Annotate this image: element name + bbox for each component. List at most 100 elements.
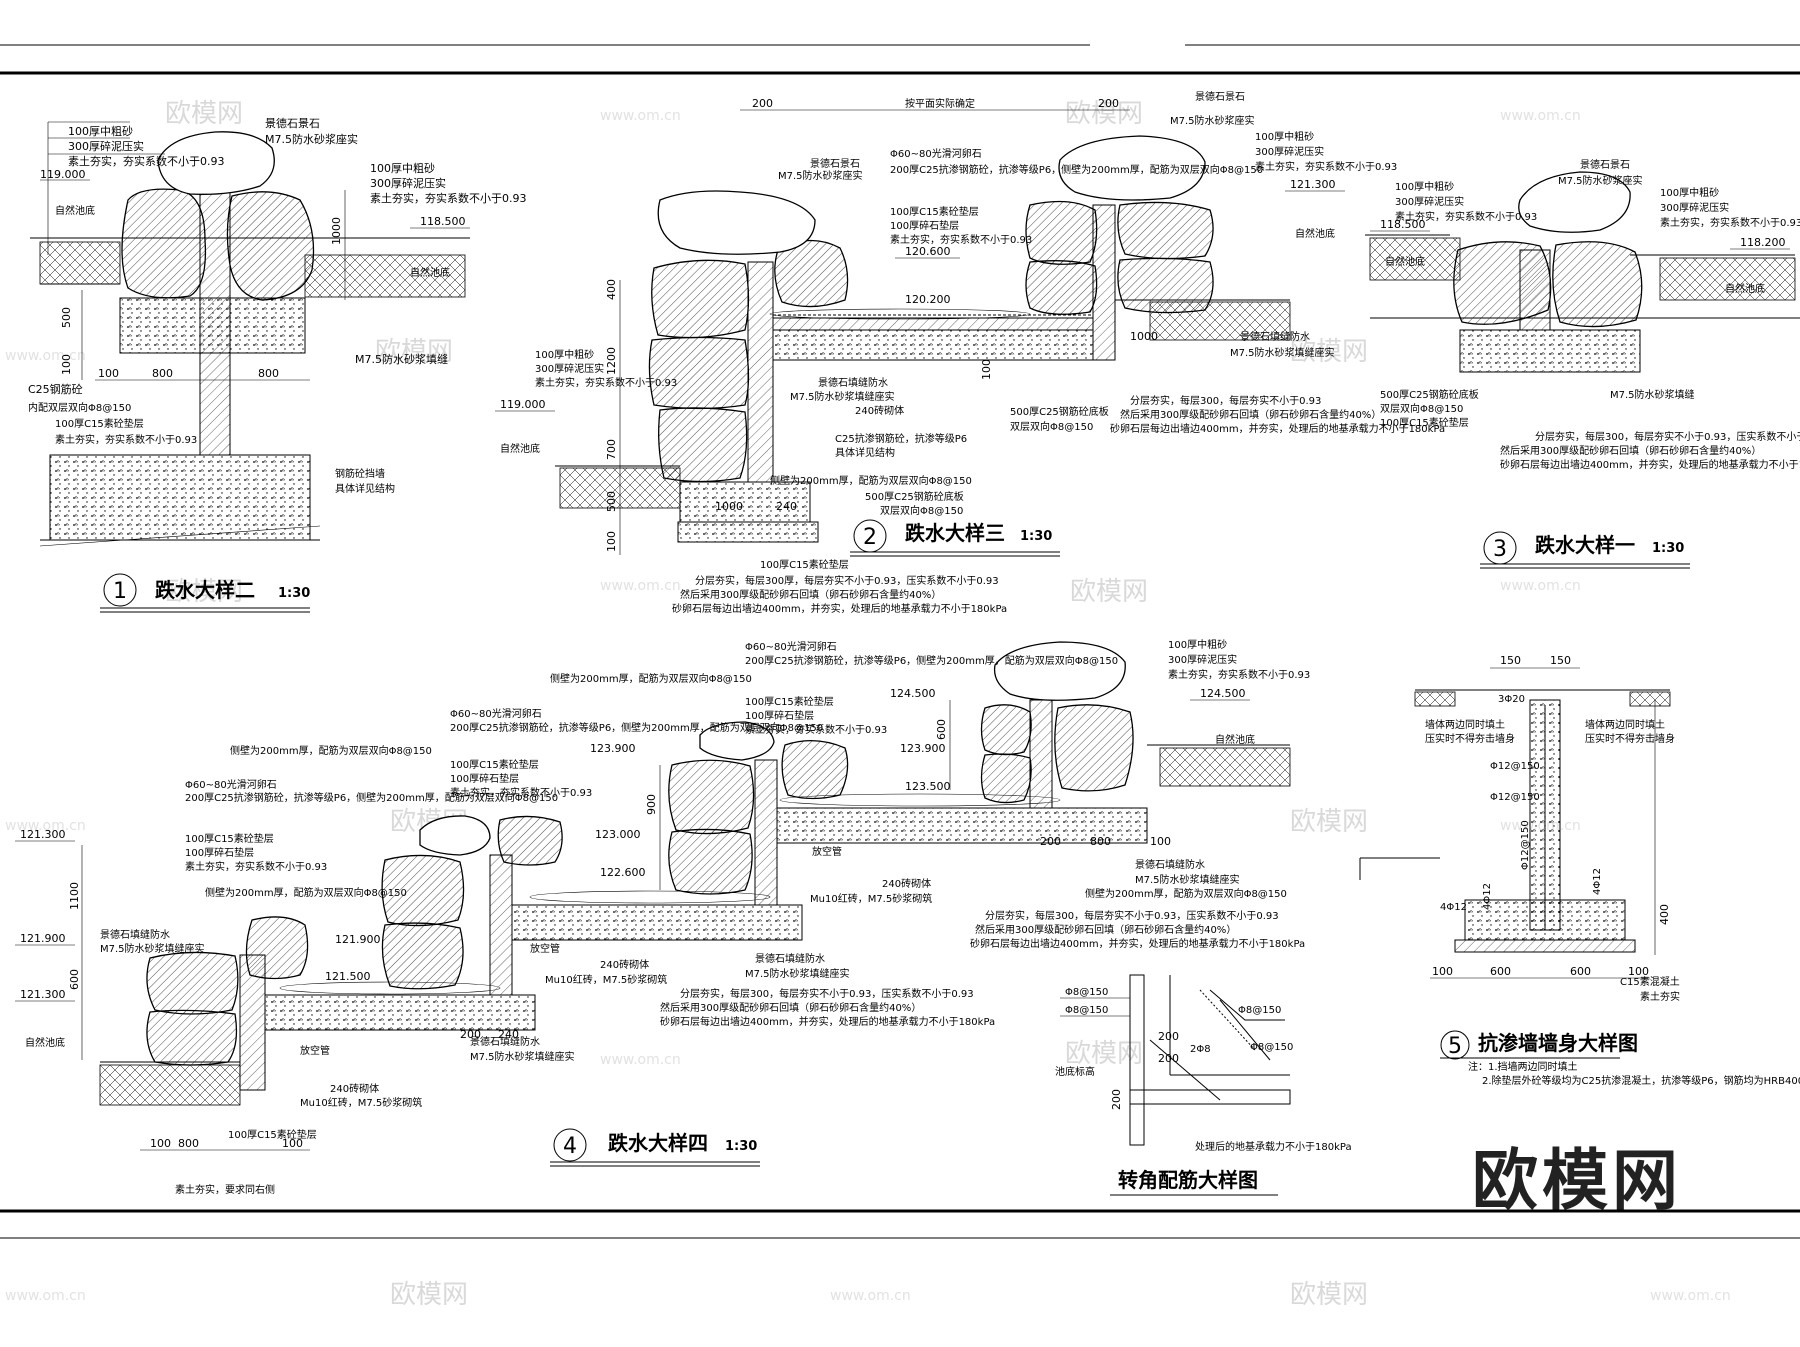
svg-text:1:30: 1:30: [1652, 541, 1684, 556]
svg-text:www.om.cn: www.om.cn: [1500, 108, 1581, 124]
svg-text:自然池底: 自然池底: [1725, 282, 1765, 295]
svg-text:钢筋砼挡墙: 钢筋砼挡墙: [335, 467, 385, 480]
svg-text:自然池底: 自然池底: [1385, 255, 1425, 268]
svg-text:压实时不得夯击墙身: 压实时不得夯击墙身: [1585, 732, 1675, 745]
svg-text:M7.5防水砂浆填缝座实: M7.5防水砂浆填缝座实: [745, 967, 850, 980]
svg-text:123.900: 123.900: [900, 742, 946, 755]
svg-text:119.000: 119.000: [500, 398, 546, 411]
svg-text:双层双向Φ8@150: 双层双向Φ8@150: [1010, 420, 1093, 433]
svg-text:放空管: 放空管: [300, 1044, 330, 1057]
svg-text:素土夯实，夯实系数不小于0.93: 素土夯实，夯实系数不小于0.93: [370, 191, 527, 205]
svg-text:1000: 1000: [1130, 330, 1158, 343]
svg-text:跌水大样一: 跌水大样一: [1535, 533, 1635, 557]
svg-text:100: 100: [605, 531, 618, 552]
svg-text:欧模网: 欧模网: [390, 1280, 468, 1310]
svg-text:砂卵石层每边出墙边400mm，并夯实，处理后的地基承载力不小: 砂卵石层每边出墙边400mm，并夯实，处理后的地基承载力不小于180kPa: [970, 937, 1305, 950]
svg-text:5: 5: [1448, 1034, 1462, 1059]
svg-text:M7.5防水砂浆填缝座实: M7.5防水砂浆填缝座实: [790, 390, 895, 403]
svg-text:然后采用300厚级配砂卵石回填（卵石砂卵石含量约40%）: 然后采用300厚级配砂卵石回填（卵石砂卵石含量约40%）: [1120, 408, 1381, 421]
svg-text:欧模网: 欧模网: [1065, 99, 1143, 129]
svg-text:200: 200: [1110, 1089, 1123, 1110]
svg-text:240砖砌体: 240砖砌体: [855, 404, 904, 417]
svg-text:500厚C25钢筋砼底板: 500厚C25钢筋砼底板: [1010, 405, 1109, 418]
svg-text:600: 600: [68, 969, 81, 990]
svg-text:自然池底: 自然池底: [25, 1036, 65, 1049]
svg-text:200厚C25抗渗钢筋砼，抗渗等级P6，侧壁为200mm厚，: 200厚C25抗渗钢筋砼，抗渗等级P6，侧壁为200mm厚，配筋为双层双向Φ8@…: [185, 791, 558, 804]
svg-text:150: 150: [1550, 654, 1571, 667]
svg-text:100厚碎石垫层: 100厚碎石垫层: [450, 772, 519, 785]
svg-text:然后采用300厚级配砂卵石回填（卵石砂卵石含量约40%）: 然后采用300厚级配砂卵石回填（卵石砂卵石含量约40%）: [680, 588, 941, 601]
svg-text:欧模网: 欧模网: [1070, 577, 1148, 607]
svg-text:素土夯实，夯实系数不小于0.93: 素土夯实，夯实系数不小于0.93: [1660, 216, 1800, 229]
svg-text:具体详见结构: 具体详见结构: [835, 446, 895, 459]
svg-text:www.om.cn: www.om.cn: [830, 1288, 911, 1304]
svg-text:200: 200: [1098, 97, 1119, 110]
svg-text:100厚C15素砼垫层: 100厚C15素砼垫层: [450, 758, 539, 771]
svg-text:欧模网: 欧模网: [1290, 1280, 1368, 1310]
svg-text:景德石填缝防水: 景德石填缝防水: [755, 952, 825, 965]
svg-text:欧模网: 欧模网: [1065, 1039, 1143, 1069]
svg-text:自然池底: 自然池底: [1295, 227, 1335, 240]
svg-text:600: 600: [935, 719, 948, 740]
svg-text:123.500: 123.500: [905, 780, 951, 793]
svg-text:100厚C15素砼垫层: 100厚C15素砼垫层: [890, 205, 979, 218]
svg-text:300厚碎泥压实: 300厚碎泥压实: [370, 176, 446, 190]
svg-text:100: 100: [98, 367, 119, 380]
svg-text:121.300: 121.300: [1290, 178, 1336, 191]
svg-text:100: 100: [1628, 965, 1649, 978]
svg-text:M7.5防水砂浆座实: M7.5防水砂浆座实: [1170, 114, 1255, 127]
svg-text:100厚中粗砂: 100厚中粗砂: [1395, 180, 1454, 193]
svg-text:池底标高: 池底标高: [1055, 1065, 1095, 1078]
svg-text:景德石填缝防水: 景德石填缝防水: [1135, 858, 1205, 871]
svg-text:Φ60~80光滑河卵石: Φ60~80光滑河卵石: [185, 778, 277, 791]
svg-text:欧模网: 欧模网: [375, 337, 453, 367]
svg-text:240: 240: [776, 500, 797, 513]
svg-text:M7.5防水砂浆填缝: M7.5防水砂浆填缝: [355, 352, 448, 366]
svg-text:M7.5防水砂浆座实: M7.5防水砂浆座实: [265, 132, 358, 146]
svg-text:1100: 1100: [68, 882, 81, 910]
svg-text:300厚碎泥压实: 300厚碎泥压实: [1660, 201, 1729, 214]
svg-text:300厚碎泥压实: 300厚碎泥压实: [535, 362, 604, 375]
svg-text:C25抗渗钢筋砼，抗渗等级P6: C25抗渗钢筋砼，抗渗等级P6: [835, 432, 967, 445]
svg-text:200厚C25抗渗钢筋砼，抗渗等级P6，侧壁为200mm厚，: 200厚C25抗渗钢筋砼，抗渗等级P6，侧壁为200mm厚，配筋为双层双向Φ8@…: [745, 654, 1118, 667]
svg-text:100厚中粗砂: 100厚中粗砂: [1660, 186, 1719, 199]
svg-text:240砖砌体: 240砖砌体: [882, 877, 931, 890]
svg-text:欧模网: 欧模网: [165, 99, 243, 129]
svg-text:1: 1: [113, 579, 127, 604]
svg-text:Mu10红砖，M7.5砂浆砌筑: Mu10红砖，M7.5砂浆砌筑: [300, 1096, 422, 1109]
svg-text:Φ8@150: Φ8@150: [1238, 1005, 1281, 1016]
svg-text:800: 800: [178, 1137, 199, 1150]
svg-text:侧壁为200mm厚，配筋为双层双向Φ8@150: 侧壁为200mm厚，配筋为双层双向Φ8@150: [1085, 887, 1287, 900]
detail-4: 121.300 121.900 121.300 121.900 121.500 …: [15, 638, 1310, 1196]
svg-text:100厚中粗砂: 100厚中粗砂: [1255, 130, 1314, 143]
svg-text:300厚碎泥压实: 300厚碎泥压实: [1168, 653, 1237, 666]
svg-text:124.500: 124.500: [890, 687, 936, 700]
svg-text:www.om.cn: www.om.cn: [600, 578, 681, 594]
svg-text:景德石景石: 景德石景石: [1580, 158, 1630, 171]
svg-text:300厚碎泥压实: 300厚碎泥压实: [1255, 145, 1324, 158]
svg-text:跌水大样三: 跌水大样三: [905, 521, 1005, 545]
svg-text:100厚C15素砼垫层: 100厚C15素砼垫层: [1380, 416, 1469, 429]
svg-text:砂卵石层每边出墙边400mm，并夯实，处理后的地基承载力不小: 砂卵石层每边出墙边400mm，并夯实，处理后的地基承载力不小于180kPa: [672, 602, 1007, 615]
detail-2: 200 按平面实际确定 200 120.600 120.200 119.000: [495, 90, 1445, 615]
svg-text:4Φ12: 4Φ12: [1440, 902, 1467, 913]
svg-text:2: 2: [863, 525, 877, 550]
svg-text:分层夯实，每层300，每层夯实不小于0.93，压实系数不小于: 分层夯实，每层300，每层夯实不小于0.93，压实系数不小于0.93: [680, 987, 974, 1000]
svg-text:3Φ20: 3Φ20: [1498, 694, 1525, 705]
svg-text:素土夯实，夯实系数不小于0.93: 素土夯实，夯实系数不小于0.93: [535, 376, 677, 389]
svg-text:100厚C15素砼垫层: 100厚C15素砼垫层: [228, 1128, 317, 1141]
svg-text:M7.5防水砂浆填缝: M7.5防水砂浆填缝: [1610, 388, 1695, 401]
svg-text:跌水大样四: 跌水大样四: [608, 1131, 708, 1155]
svg-text:砂卵石层每边出墙边400mm，并夯实，处理后的地基承载力不小: 砂卵石层每边出墙边400mm，并夯实，处理后的地基承载力不小于180kPa: [660, 1015, 995, 1028]
svg-text:双层双向Φ8@150: 双层双向Φ8@150: [1380, 402, 1463, 415]
svg-text:500厚C25钢筋砼底板: 500厚C25钢筋砼底板: [865, 490, 964, 503]
watermark-layer: 欧模网 欧模网 欧模网 欧模网 欧模网 欧模网 欧模网 欧模网 欧模网 欧模网 …: [5, 99, 1731, 1310]
svg-text:Φ8@150: Φ8@150: [1250, 1042, 1293, 1053]
svg-text:然后采用300厚级配砂卵石回填（卵石砂卵石含量约40%）: 然后采用300厚级配砂卵石回填（卵石砂卵石含量约40%）: [660, 1001, 921, 1014]
svg-text:500: 500: [605, 491, 618, 512]
svg-text:转角配筋大样图: 转角配筋大样图: [1118, 1168, 1258, 1192]
svg-text:素土夯实，夯实系数不小于0.93: 素土夯实，夯实系数不小于0.93: [1168, 668, 1310, 681]
svg-text:分层夯实，每层300，每层夯实不小于0.93，压实系数不小于: 分层夯实，每层300，每层夯实不小于0.93，压实系数不小于0.93: [1535, 430, 1800, 443]
svg-text:200厚C25抗渗钢筋砼，抗渗等级P6，侧壁为200mm厚，: 200厚C25抗渗钢筋砼，抗渗等级P6，侧壁为200mm厚，配筋为双层双向Φ8@…: [450, 721, 823, 734]
svg-text:处理后的地基承载力不小于180kPa: 处理后的地基承载力不小于180kPa: [1195, 1140, 1352, 1153]
